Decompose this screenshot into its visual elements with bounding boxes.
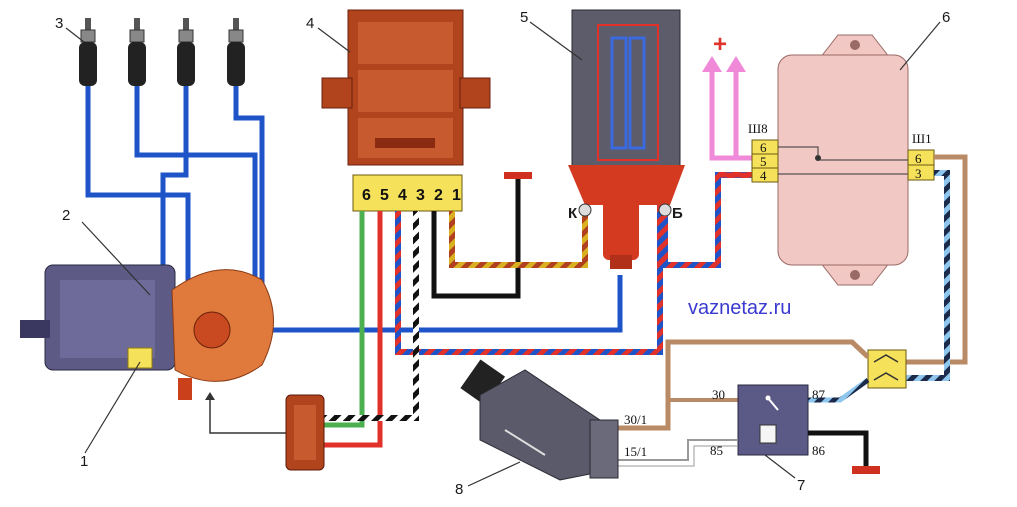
wire-15-1	[612, 439, 738, 461]
ground-symbol-top	[504, 172, 532, 179]
sh1-pin: 3	[915, 166, 922, 181]
ground-symbol-bottom	[852, 466, 880, 474]
callout-3: 3	[55, 15, 63, 32]
spark-plugs	[79, 18, 245, 86]
distributor	[20, 264, 274, 400]
commutator-wires	[320, 178, 663, 448]
commutator-pin: 4	[398, 187, 407, 204]
callout-6: 6	[942, 9, 950, 26]
commutator-pins: 6 5 4 3 2 1	[352, 174, 463, 212]
power-arrows	[709, 68, 752, 161]
plus-sign: +	[713, 31, 727, 58]
sh8-pin: 4	[760, 168, 767, 183]
ignition-switch	[460, 359, 619, 481]
watermark: vaznetaz.ru	[688, 297, 791, 319]
switch-unit-pins: 6 5 4 6 3	[751, 139, 935, 183]
commutator-pin: 1	[452, 187, 461, 204]
sensor-cable	[209, 398, 288, 434]
callout-1: 1	[80, 453, 88, 470]
callout-2: 2	[62, 207, 70, 224]
relay	[737, 384, 809, 456]
commutator	[321, 9, 491, 166]
connector-sh8: Ш8	[748, 121, 768, 136]
high-voltage-wires	[85, 85, 623, 350]
callout-8: 8	[455, 481, 463, 498]
relay-terminal-87: 87	[812, 387, 826, 402]
relay-terminal-30: 30	[712, 387, 725, 402]
relay-ground-wire	[808, 430, 869, 468]
sh8-pin: 5	[760, 154, 767, 169]
switch-terminal-15-1: 15/1	[624, 444, 647, 459]
coil-terminal-b: Б	[672, 205, 683, 222]
hall-sensor-connector	[285, 394, 325, 471]
commutator-pin: 5	[380, 187, 389, 204]
hall-sensor	[127, 347, 153, 369]
callouts	[65, 21, 941, 487]
commutator-pin: 6	[362, 187, 371, 204]
callout-4: 4	[306, 15, 314, 32]
relay-terminal-85: 85	[710, 443, 723, 458]
switch-terminal-30-1: 30/1	[624, 412, 647, 427]
callout-7: 7	[797, 477, 805, 494]
switch-unit-wires	[905, 154, 968, 381]
connector-sh1: Ш1	[912, 131, 932, 146]
commutator-pin: 2	[434, 187, 443, 204]
sh8-pin: 6	[760, 140, 767, 155]
commutator-pin: 3	[416, 187, 425, 204]
fuse-block	[867, 349, 907, 389]
ignition-coil	[568, 9, 685, 269]
sh1-pin: 6	[915, 151, 922, 166]
relay-terminal-86: 86	[812, 443, 826, 458]
coil-terminal-k: К	[568, 205, 578, 222]
callout-5: 5	[520, 9, 528, 26]
switch-main-wire	[612, 339, 870, 431]
